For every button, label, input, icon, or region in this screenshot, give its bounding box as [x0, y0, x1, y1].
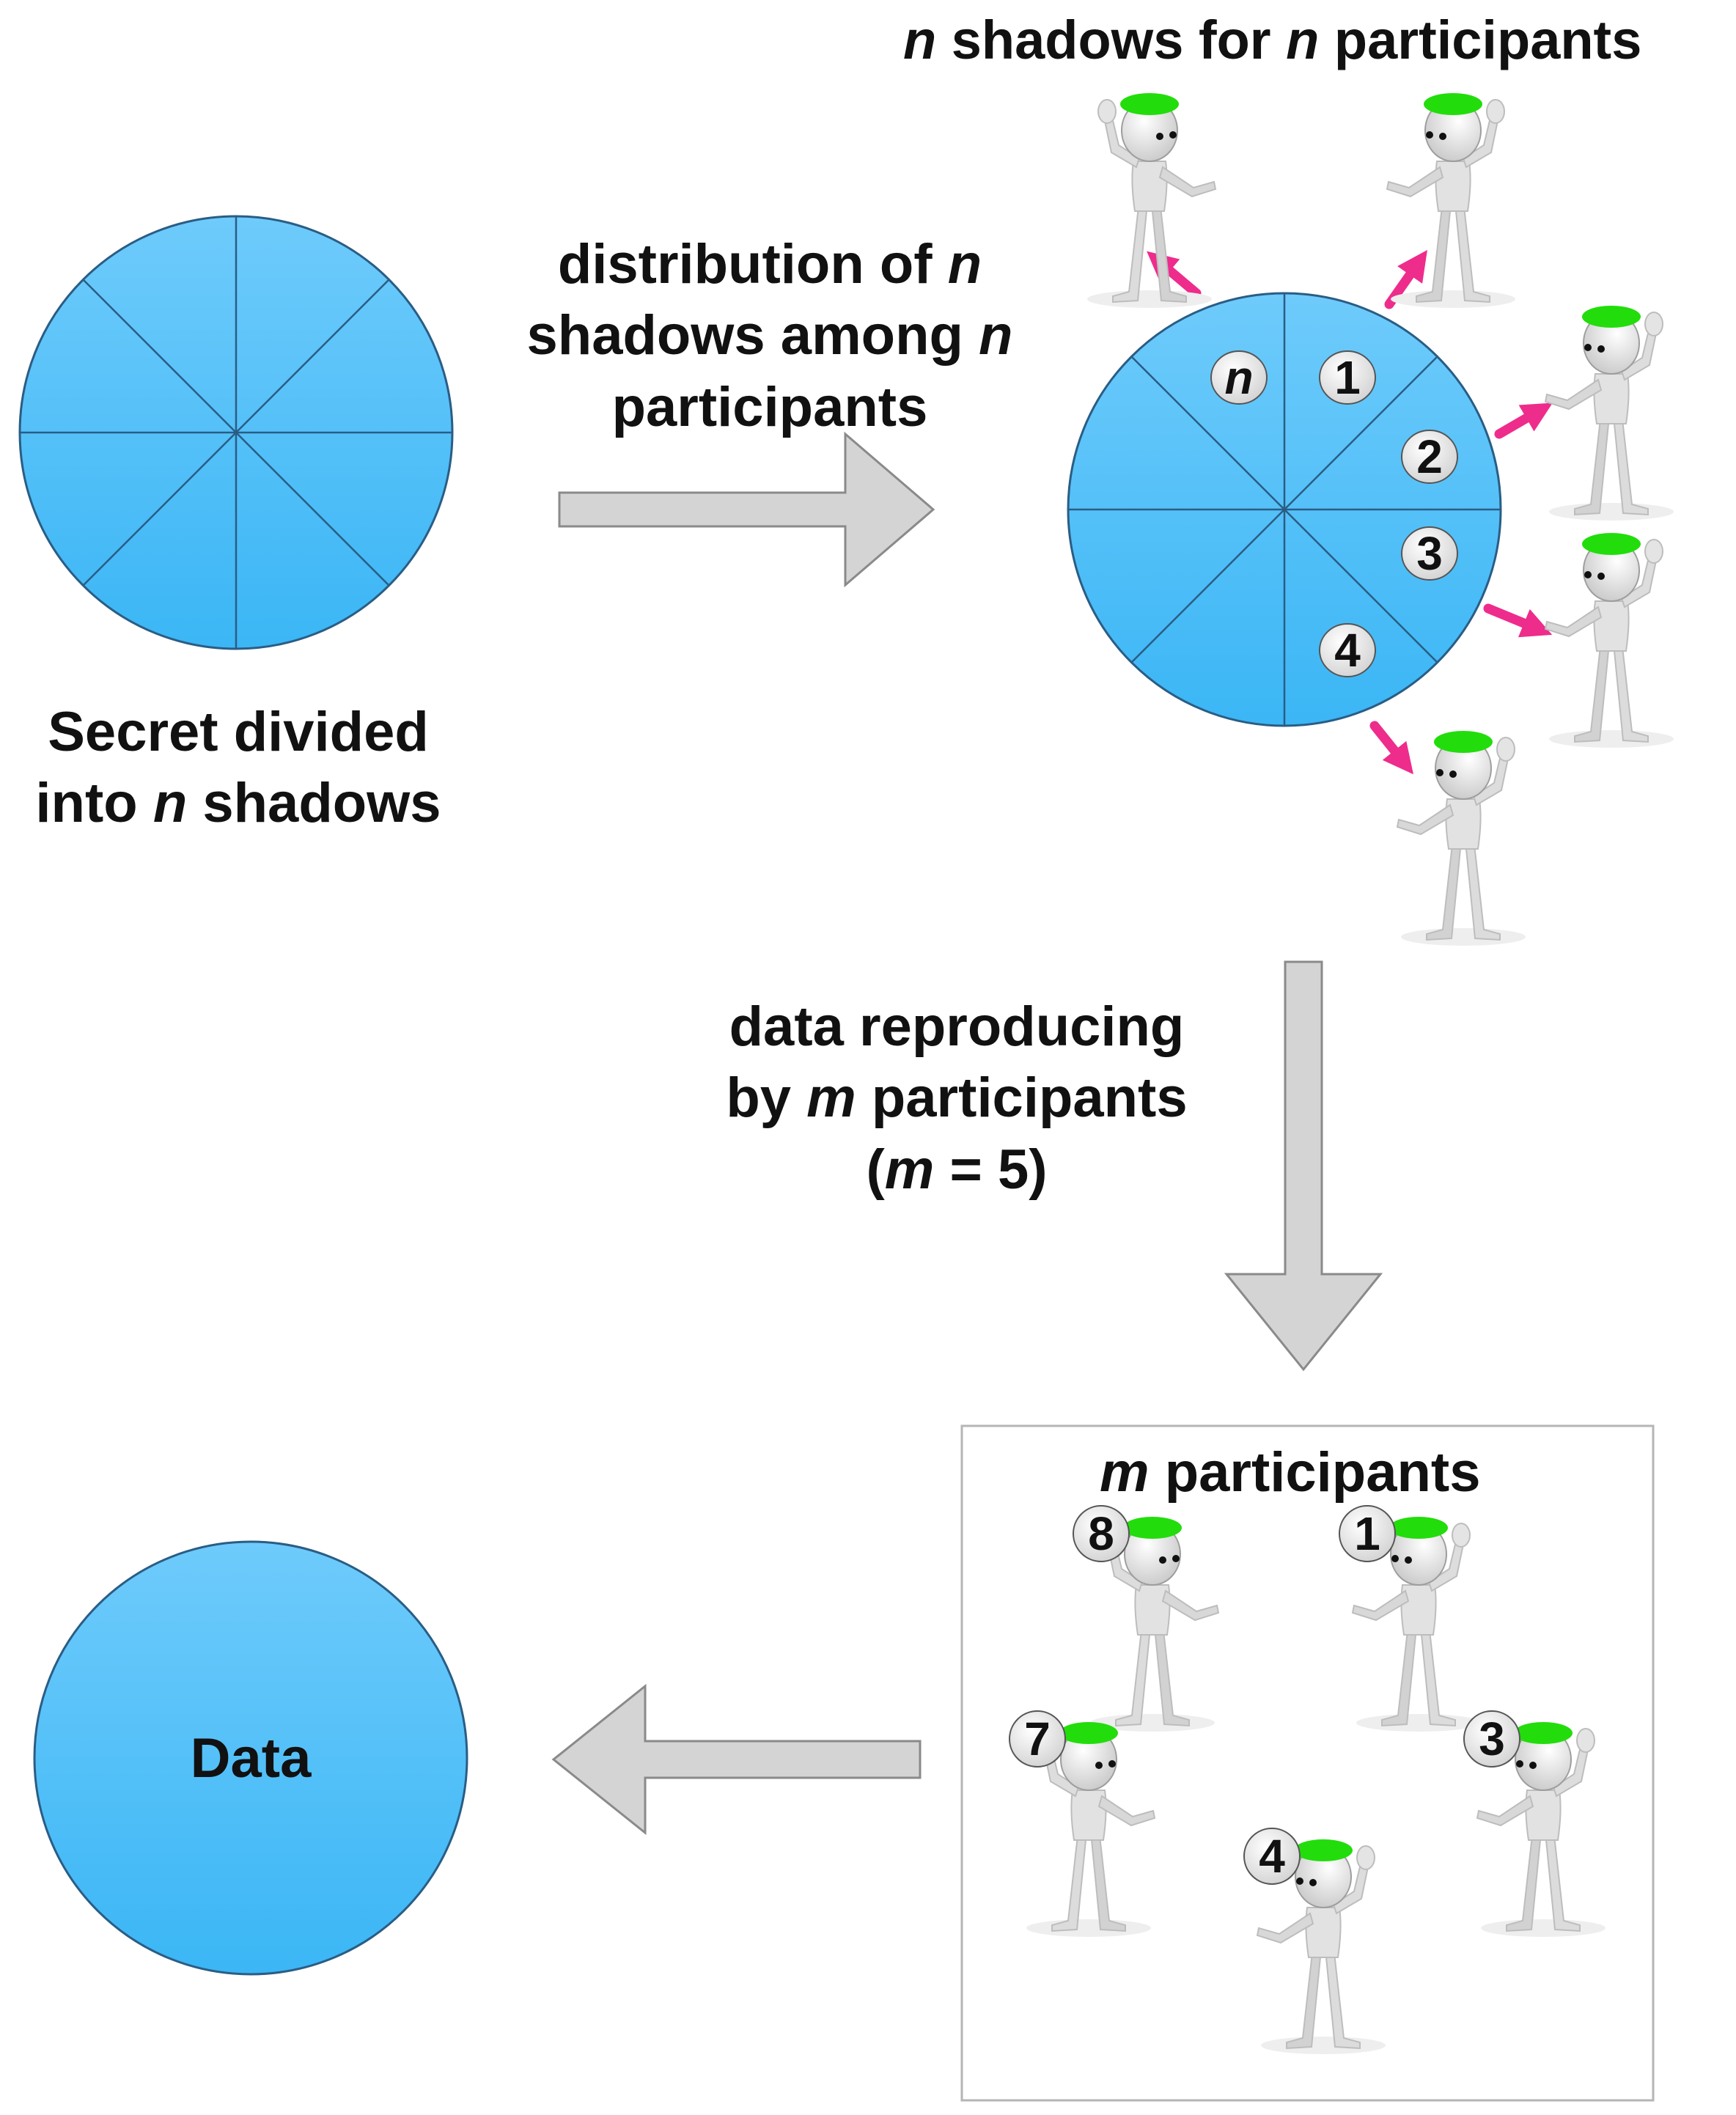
participant-badge-text: 7 — [1024, 1713, 1051, 1765]
participant-badge-text: 1 — [1354, 1507, 1380, 1560]
participants: 8 1 7 3 4 — [1009, 93, 1674, 2054]
shadow-badges: n 1 2 3 4 — [1210, 350, 1458, 677]
participant-figure — [1396, 731, 1526, 946]
participant-badge: 1 — [1339, 1505, 1396, 1562]
participant-badge-text: 4 — [1259, 1830, 1285, 1883]
participant-figure — [1026, 1722, 1156, 1937]
participant-figure — [1087, 93, 1217, 308]
m-participants-label: m participants — [1100, 1441, 1481, 1504]
green-cap — [1059, 1722, 1118, 1744]
participant-badge-text: 3 — [1479, 1713, 1505, 1765]
participant-figure — [1090, 1517, 1220, 1732]
green-cap — [1294, 1839, 1353, 1861]
secret-disc — [18, 215, 454, 650]
participant-figure — [1256, 1839, 1386, 2054]
green-cap — [1120, 93, 1179, 115]
participant-figure — [1386, 93, 1515, 308]
arrow-right — [558, 431, 935, 588]
green-cap — [1434, 731, 1493, 753]
green-cap — [1582, 306, 1641, 328]
green-cap — [1582, 533, 1641, 555]
shadow-badge-text: 2 — [1416, 430, 1443, 483]
green-cap — [1123, 1517, 1182, 1539]
shadow-badge-text: n — [1224, 351, 1253, 404]
shadow-badge: 2 — [1401, 430, 1458, 484]
pink-arrow — [1483, 603, 1553, 638]
participant-badge: 8 — [1073, 1505, 1130, 1562]
participant-badge: 3 — [1463, 1710, 1520, 1768]
data-label: Data — [191, 1727, 312, 1790]
shadow-badge-text: 3 — [1416, 527, 1443, 580]
shadow-badge-text: 1 — [1334, 351, 1361, 404]
green-cap — [1424, 93, 1482, 115]
green-cap — [1514, 1722, 1573, 1744]
secret-label: Secret divided into n shadows — [35, 701, 441, 835]
pink-arrow — [1494, 402, 1553, 439]
participant-figure — [1544, 533, 1674, 748]
pink-arrow — [1369, 721, 1413, 775]
shadow-badge-text: 4 — [1334, 624, 1361, 677]
data-disc: Data — [33, 1540, 468, 1976]
shadow-badge: 4 — [1319, 623, 1376, 677]
participant-figure — [1351, 1517, 1481, 1732]
shadow-badge: n — [1210, 350, 1268, 405]
shadow-badge: 1 — [1319, 350, 1376, 405]
green-cap — [1389, 1517, 1448, 1539]
arrow-down — [1224, 960, 1383, 1372]
participant-badge: 4 — [1243, 1828, 1301, 1885]
m-participants-box — [960, 1424, 1655, 2102]
reproducing-label: data reproducing by m participants (m = … — [726, 996, 1188, 1201]
shadow-badge: 3 — [1401, 526, 1458, 581]
distribution-label: distribution of n shadows among n partic… — [526, 233, 1013, 438]
participant-figure — [1544, 306, 1674, 521]
participant-badge: 7 — [1009, 1710, 1066, 1768]
arrow-left — [551, 1683, 922, 1836]
participant-badge-text: 8 — [1088, 1507, 1114, 1560]
participant-figure — [1476, 1722, 1606, 1937]
top-title: n shadows for n participants — [903, 10, 1642, 70]
shadow-disc — [1067, 292, 1502, 727]
